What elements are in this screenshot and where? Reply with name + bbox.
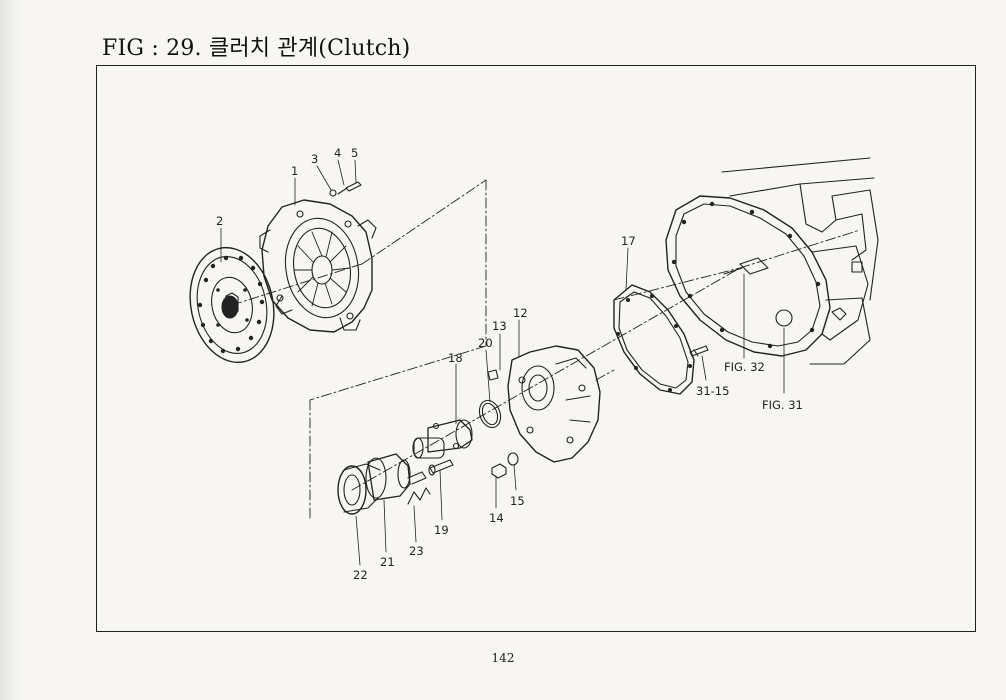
part-nut-washer xyxy=(491,452,519,479)
callout-2: 2 xyxy=(216,214,223,228)
callout-22: 22 xyxy=(353,568,368,582)
callout-4: 4 xyxy=(334,146,341,160)
callout-17: 17 xyxy=(621,234,636,248)
part-stud-bolt xyxy=(689,345,709,357)
part-transmission-housing xyxy=(665,157,879,365)
callout-3: 3 xyxy=(311,152,318,166)
page-title: FIG : 29. 클러치 관계(Clutch) xyxy=(102,36,411,61)
callout-21: 21 xyxy=(380,555,395,569)
callout-13: 13 xyxy=(492,319,507,333)
callout-5: 5 xyxy=(351,146,358,160)
assembly-axis-lines xyxy=(231,179,861,521)
callout-20: 20 xyxy=(478,336,493,350)
part-bolt-oring xyxy=(478,369,502,429)
callout-14: 14 xyxy=(489,511,504,525)
diagram-frame xyxy=(96,65,976,632)
callout-labels: 1 2 3 4 5 12 13 20 18 19 14 15 21 23 22 … xyxy=(216,146,803,582)
page-number: 142 xyxy=(491,651,515,665)
callout-fig-32: FIG. 32 xyxy=(724,360,765,374)
callout-19: 19 xyxy=(434,523,449,537)
part-clutch-disc xyxy=(189,246,275,364)
callout-18: 18 xyxy=(448,351,463,365)
callout-12: 12 xyxy=(513,306,528,320)
part-release-bearing xyxy=(337,463,381,515)
part-gasket-plate xyxy=(613,284,695,395)
callout-15: 15 xyxy=(510,494,525,508)
part-front-cover xyxy=(507,345,601,463)
part-bolt-washer xyxy=(329,181,362,197)
part-clip-spring xyxy=(407,487,431,505)
scan-edge-shadow xyxy=(0,0,22,700)
part-pressure-plate xyxy=(259,199,377,333)
part-guide-sleeve xyxy=(412,419,473,459)
callout-31-15: 31-15 xyxy=(696,384,729,398)
part-sleeve-bolt xyxy=(428,459,454,476)
callout-23: 23 xyxy=(409,544,424,558)
callout-1: 1 xyxy=(291,164,298,178)
leader-lines xyxy=(220,159,785,566)
callout-fig-31: FIG. 31 xyxy=(762,398,803,412)
